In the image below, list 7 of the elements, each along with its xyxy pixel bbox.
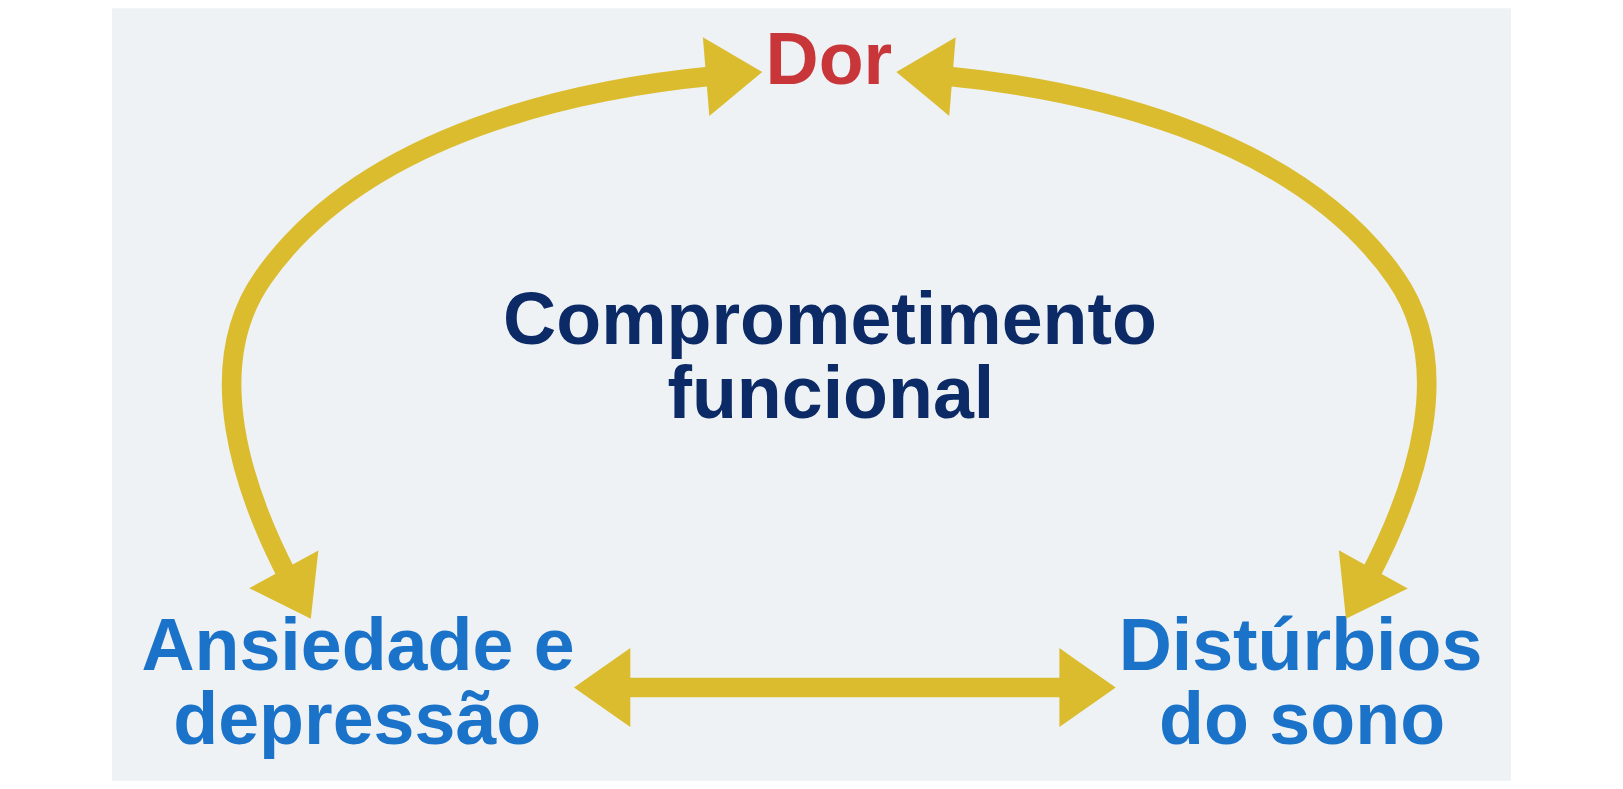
node-text: Distúrbios do sono bbox=[1118, 603, 1483, 760]
node-text: Dor bbox=[765, 17, 893, 101]
arrow bbox=[574, 648, 1116, 727]
label: Comprometimento funcional bbox=[503, 277, 1157, 434]
arrow bbox=[222, 37, 763, 619]
arrow bbox=[896, 37, 1437, 619]
node-text: Ansiedade e depressão bbox=[141, 603, 575, 760]
